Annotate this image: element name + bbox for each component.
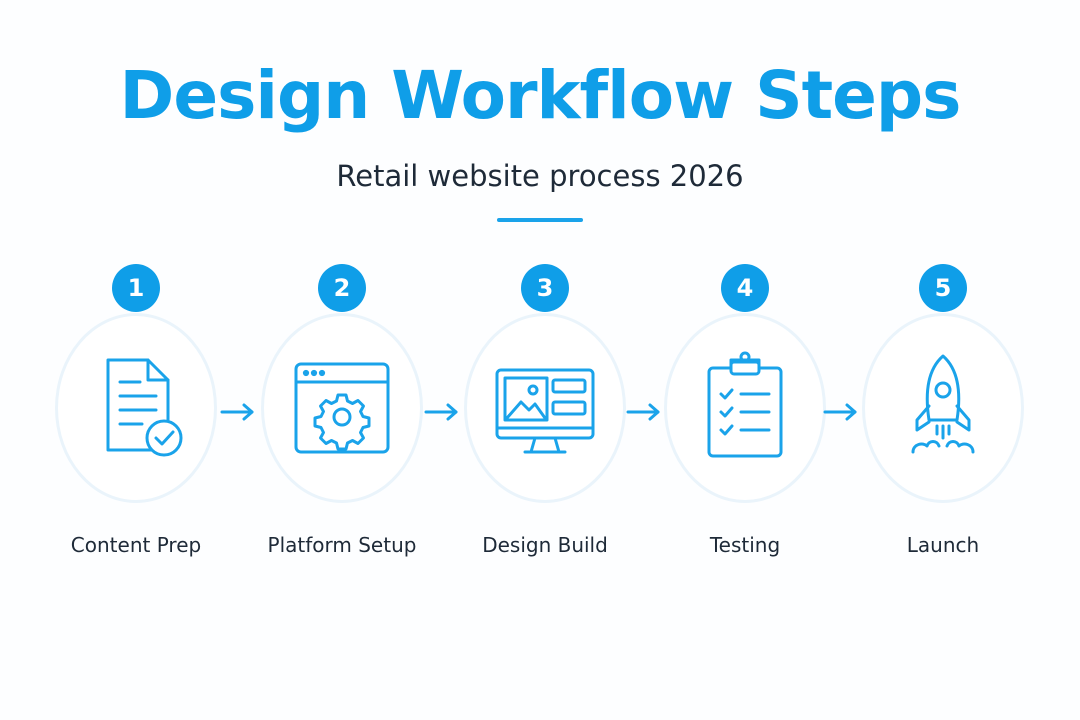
browser-gear-icon xyxy=(282,348,402,468)
clipboard-checklist-icon xyxy=(685,348,805,468)
step-ring xyxy=(862,313,1024,503)
step-number-badge: 4 xyxy=(721,264,769,312)
step-ring xyxy=(464,313,626,503)
step-label: Testing xyxy=(709,533,781,557)
step-ring xyxy=(664,313,826,503)
step-ring xyxy=(55,313,217,503)
arrow-right-icon xyxy=(424,402,460,422)
step-number-badge: 5 xyxy=(919,264,967,312)
arrow-right-icon xyxy=(220,402,256,422)
page-subtitle: Retail website process 2026 xyxy=(336,159,744,193)
page-title: Design Workflow Steps xyxy=(119,57,962,134)
arrow-right-icon xyxy=(626,402,662,422)
monitor-layout-icon xyxy=(485,348,605,468)
arrow-right-icon xyxy=(823,402,859,422)
title-divider xyxy=(497,218,583,222)
step-number-badge: 1 xyxy=(112,264,160,312)
step-number-badge: 2 xyxy=(318,264,366,312)
step-label: Platform Setup xyxy=(267,533,417,557)
step-label: Content Prep xyxy=(70,533,202,557)
rocket-icon xyxy=(883,348,1003,468)
document-check-icon xyxy=(76,348,196,468)
step-label: Design Build xyxy=(482,533,608,557)
step-number-badge: 3 xyxy=(521,264,569,312)
step-label: Launch xyxy=(906,533,980,557)
